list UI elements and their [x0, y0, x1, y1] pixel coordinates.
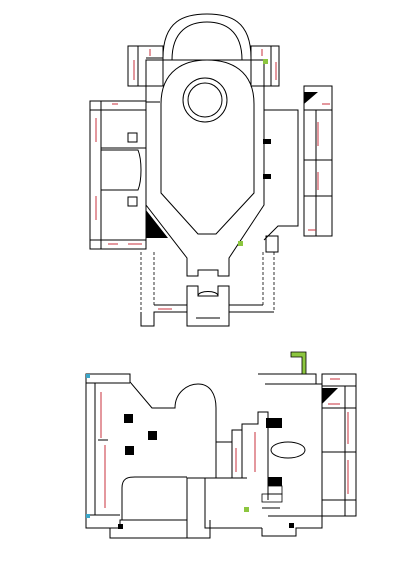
upper-green-mark-se — [238, 241, 243, 246]
upper-oculus-outer — [182, 77, 228, 123]
upper-floor-plan — [89, 13, 333, 327]
upper-nw-chamber — [127, 45, 164, 87]
upper-nave-outer-wall — [145, 59, 265, 277]
upper-porch — [140, 252, 275, 327]
upper-ne-chamber — [250, 45, 280, 87]
lower-stair-block — [216, 411, 282, 500]
upper-nave-inner — [160, 59, 255, 235]
lower-east-wing — [321, 373, 357, 517]
lower-green-mark — [244, 507, 249, 512]
lower-oval-basin — [270, 441, 306, 459]
lower-central-passage — [186, 477, 262, 539]
upper-west-wing — [89, 100, 168, 250]
upper-east-wing — [238, 85, 333, 253]
upper-sw-stair-fill — [146, 210, 168, 238]
upper-apse — [162, 13, 252, 59]
upper-ne-stair-fill — [304, 92, 318, 104]
lower-west-block — [85, 373, 217, 539]
lower-chimney — [290, 351, 307, 375]
upper-green-mark-ne — [263, 59, 268, 64]
lower-east-block — [258, 351, 323, 537]
upper-apse-inner-wall — [171, 21, 243, 61]
lower-floor-plan — [85, 351, 357, 539]
upper-oculus-inner — [187, 82, 223, 118]
